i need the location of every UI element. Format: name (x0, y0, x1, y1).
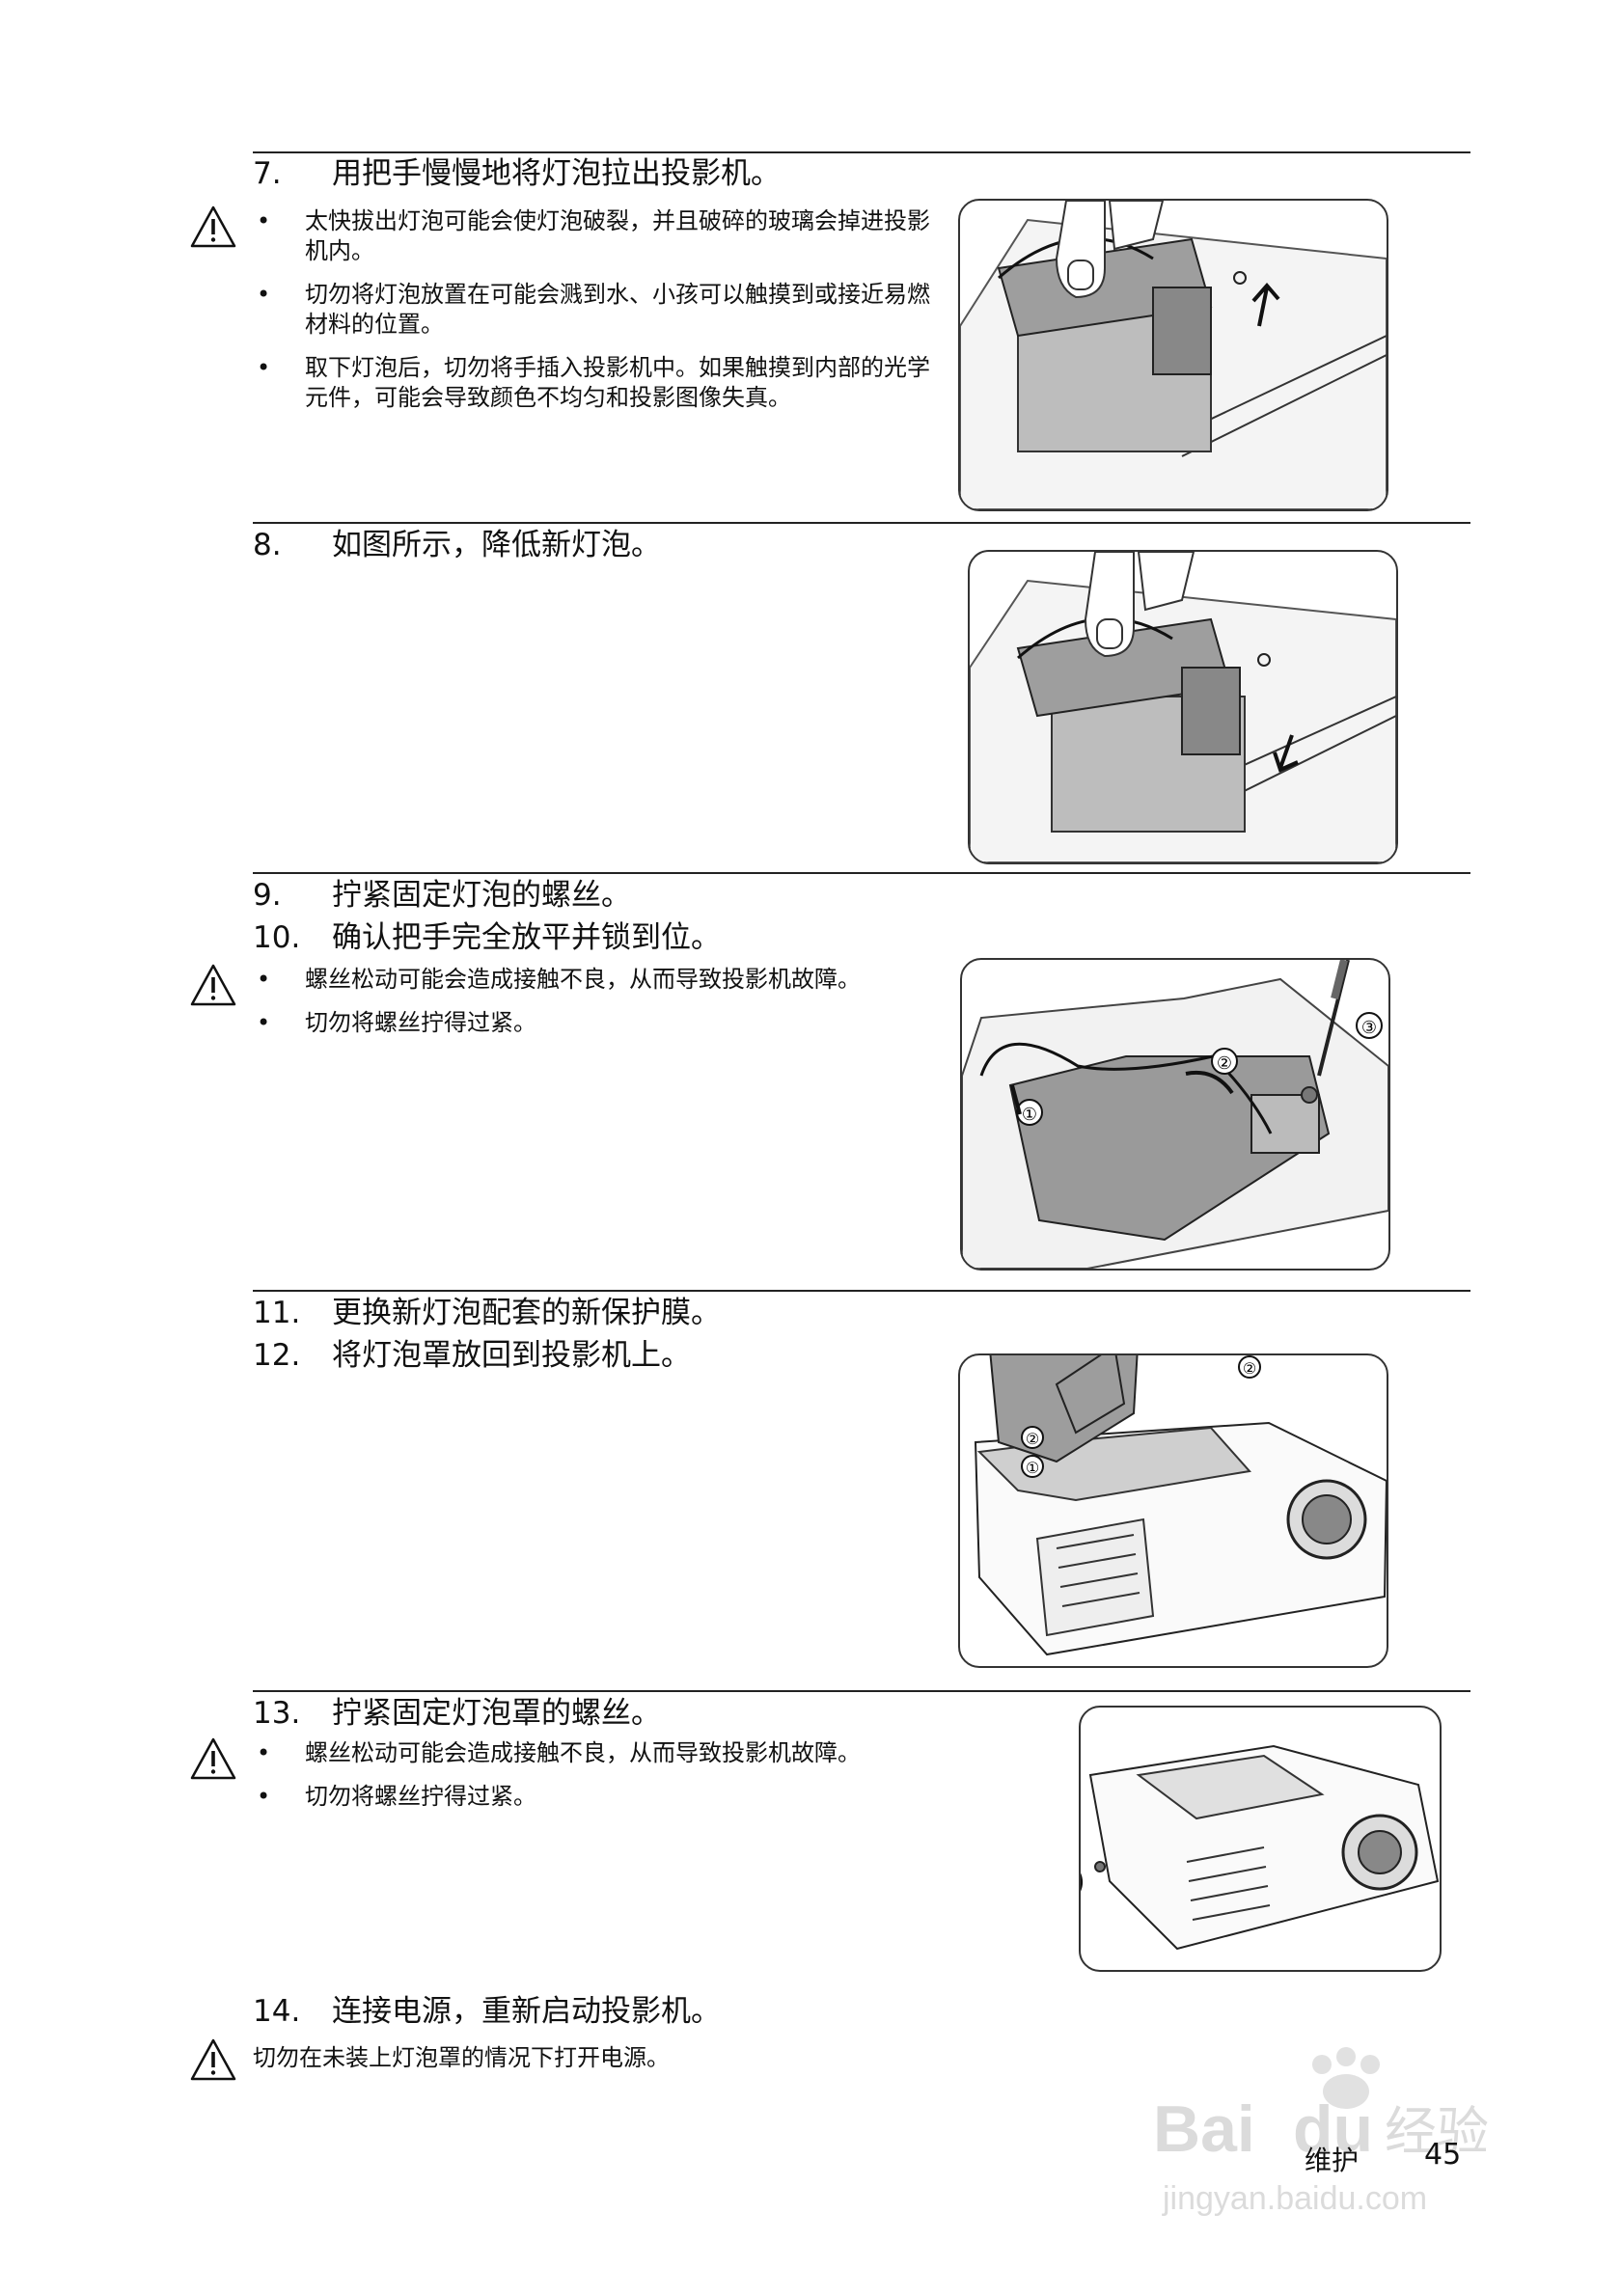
warning-item: •切勿将螺丝拧得过紧。 (257, 1783, 536, 1810)
warning-triangle-icon (190, 205, 236, 248)
callout-1: ① (1026, 1459, 1039, 1477)
warning-list-step-13: •螺丝松动可能会造成接触不良，从而导致投影机故障。 •切勿将螺丝拧得过紧。 (253, 1738, 986, 1825)
section-divider (253, 872, 1470, 874)
callout-2: ② (1026, 1430, 1039, 1448)
step-11: 11.更换新灯泡配套的新保护膜。 (253, 1296, 721, 1330)
warning-list-step-7: •太快拔出灯泡可能会使灯泡破裂，并且破碎的玻璃会掉进投影机内。 •切勿将灯泡放置… (253, 206, 948, 426)
step-14: 14.连接电源，重新启动投影机。 (253, 1994, 721, 2029)
section-divider (253, 522, 1470, 524)
watermark-brand2: du (1293, 2092, 1373, 2166)
section-divider (253, 1290, 1470, 1292)
step-8: 8.如图所示，降低新灯泡。 (253, 528, 661, 562)
section-divider (253, 151, 1470, 153)
callout-2b: ② (1243, 1359, 1256, 1378)
warning-item: •切勿将灯泡放置在可能会溅到水、小孩可以触摸到或接近易燃材料的位置。 (257, 281, 930, 338)
warning-step-14: 切勿在未装上灯泡罩的情况下打开电源。 (253, 2044, 670, 2071)
warning-item: •螺丝松动可能会造成接触不良，从而导致投影机故障。 (257, 1739, 861, 1766)
callout-1: ① (1022, 1105, 1037, 1125)
warning-item: •切勿将螺丝拧得过紧。 (257, 1009, 536, 1036)
warning-item: •太快拔出灯泡可能会使灯泡破裂，并且破碎的玻璃会掉进投影机内。 (257, 207, 930, 264)
watermark: Bai du 经验 jingyan.baidu.com (1153, 2045, 1539, 2238)
lamp-pull-out-figure (958, 199, 1388, 511)
watermark-url: jingyan.baidu.com (1162, 2180, 1427, 2217)
step-7: 7.用把手慢慢地将灯泡拉出投影机。 (253, 156, 781, 191)
step-12: 12.将灯泡罩放回到投影机上。 (253, 1338, 691, 1373)
lamp-cover-replace-figure: ① ② ② (958, 1353, 1388, 1668)
warning-triangle-icon (190, 964, 236, 1006)
warning-list-step-10: •螺丝松动可能会造成接触不良，从而导致投影机故障。 •切勿将螺丝拧得过紧。 (253, 965, 928, 1052)
callout-3: ③ (1361, 1018, 1377, 1038)
step-9: 9.拧紧固定灯泡的螺丝。 (253, 878, 631, 913)
step-13: 13.拧紧固定灯泡罩的螺丝。 (253, 1696, 661, 1731)
watermark-cn: 经验 (1385, 2101, 1489, 2162)
footer-section: 维护 (1305, 2145, 1360, 2176)
warning-triangle-icon (190, 1737, 236, 1780)
step-10: 10.确认把手完全放平并锁到位。 (253, 920, 721, 955)
warning-item: •取下灯泡后，切勿将手插入投影机中。如果触摸到内部的光学元件，可能会导致颜色不均… (257, 354, 930, 411)
lamp-lower-figure (968, 550, 1398, 864)
callout-2: ② (1217, 1053, 1232, 1074)
watermark-brand: Bai (1153, 2092, 1255, 2166)
section-divider (253, 1690, 1470, 1692)
warning-item: •螺丝松动可能会造成接触不良，从而导致投影机故障。 (257, 966, 861, 993)
page-number: 45 (1424, 2138, 1462, 2172)
warning-triangle-icon (190, 2038, 236, 2081)
cover-screw-figure (1079, 1706, 1442, 1972)
screw-tighten-figure: ① ② ③ (960, 958, 1390, 1271)
